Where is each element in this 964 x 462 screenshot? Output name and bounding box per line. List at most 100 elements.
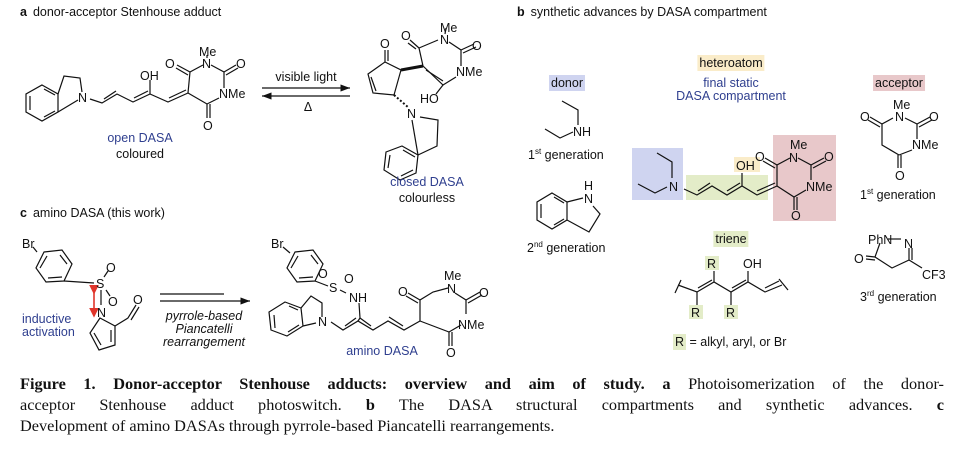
acceptor1-atoms: Me N O O NMe O [860,98,939,183]
acceptor-3rd-generation: 3rd generation [860,290,937,304]
atom-label: O [236,57,246,71]
text-fragment: The DASA structural compartments and syn… [398,395,913,414]
text-fragment: rd [866,289,875,298]
atom-label: N [78,91,87,105]
caption-title: Figure 1. Donor-acceptor Stenhouse adduc… [20,374,645,393]
text-fragment: st [866,187,874,196]
acceptor-1st-generation: 1st generation [860,188,936,202]
atom-label: S [329,281,337,295]
closed-dasa-atoms: O O N Me O NMe HO N [380,21,482,121]
atom-label: Me [893,98,910,112]
final-static-label: final static [703,76,759,90]
atom-label: H [584,179,593,193]
text-fragment: 1 [528,148,535,163]
atom-label: O [380,37,390,51]
atom-label: N [440,33,449,47]
dasa-core-structure [637,152,827,210]
atom-label: O [854,252,864,266]
atom-label: O [860,110,870,124]
atom-label: N [904,237,913,251]
atom-label: O [133,293,143,307]
atom-label: N [789,151,798,165]
sulfonyl-pyrrole-aldehyde-structure [32,246,140,351]
atom-label: O [398,285,408,299]
triene-r-box [724,305,738,319]
text-fragment: generation [876,188,936,203]
atom-label: NMe [456,65,482,79]
indoline-structure [536,192,601,233]
r-group-definition: R = alkyl, aryl, or Br [673,334,787,350]
donor-1st-generation: 1st generation [528,148,604,162]
dasa-compartment-label: DASA compartment [676,89,786,103]
atom-label: O [791,209,801,223]
atom-label: OH [743,257,762,271]
donor-2nd-generation: 2nd generation [527,241,605,255]
atom-label: O [479,286,489,300]
triene-label: triene [713,231,749,247]
activation-label: activation [22,325,75,339]
atom-label: N [447,282,456,296]
pyrazolone-structure [865,238,923,269]
atom-label: Me [790,138,807,152]
text-fragment: generation [546,241,606,256]
text-fragment: st [534,147,542,156]
atom-label: O [165,57,175,71]
atom-label: OH [140,69,159,83]
panel-c-letter: c [20,206,27,220]
atom-label: Br [271,237,284,251]
reverse-condition: Δ [303,100,313,114]
atom-label: NMe [912,138,938,152]
text-fragment: Development of amino DASAs through pyrro… [20,416,555,435]
atom-label: NH [573,125,591,139]
reactant-atoms: Br S O O N O [22,237,143,320]
text-fragment: a [662,374,671,393]
product-atoms: Br S O O NH N O N Me O NMe O [271,237,489,360]
text-fragment: acceptor Stenhouse adduct photoswitch. [20,395,342,414]
atom-label: O [895,169,905,183]
atom-label: HO [420,92,439,106]
panel-b-title: synthetic advances by DASA compartment [530,5,767,19]
text-fragment: generation [544,148,604,163]
text-fragment: Photoisomerization of the donor- [688,374,944,393]
forward-condition: visible light [275,70,337,84]
atom-label: R [707,257,716,271]
open-dasa-label: open DASA [107,131,173,145]
atom-label: OH [736,159,755,173]
condition-line-2: Piancatelli [175,322,233,336]
atom-label: O [472,39,482,53]
atom-label: O [824,150,834,164]
atom-label: N [669,180,678,194]
triene-r-box [689,305,703,319]
triene-structure [674,271,789,305]
atom-label: Me [199,45,216,59]
text-fragment: nd [533,240,543,249]
triene-atoms: R OH R R [691,257,762,320]
atom-label: NH [349,291,367,305]
panel-a-title: donor-acceptor Stenhouse adduct [32,5,222,19]
acceptor3-atoms: PhN N O CF3 [854,233,946,282]
core-atoms: N OH O Me N O NMe O [669,138,834,223]
atom-label: R [726,306,735,320]
inductive-label: inductive [22,312,72,326]
text-fragment: = alkyl, aryl, or Br [689,335,787,349]
open-dasa-structure [25,55,239,122]
acceptor-compartment-box [773,135,836,221]
text-fragment: R [673,334,687,350]
panel-c-title: amino DASA (this work) [32,206,165,220]
atom-label: O [755,150,765,164]
barbituric-acid-structure [867,116,933,168]
atom-label: O [203,119,213,133]
atom-label: PhN [868,233,892,247]
atom-label: N [318,315,327,329]
closed-dasa-structure [367,27,477,181]
heteroatom-label: heteroatom [697,55,765,71]
atom-label: N [202,57,211,71]
atom-label: O [318,267,328,281]
donor-atoms: NH H N [573,125,593,206]
atom-label: N [407,107,416,121]
open-dasa-atoms: N OH O N Me O NMe O [78,45,246,133]
acceptor-label: acceptor [873,75,925,91]
open-dasa-state: coloured [116,147,164,161]
